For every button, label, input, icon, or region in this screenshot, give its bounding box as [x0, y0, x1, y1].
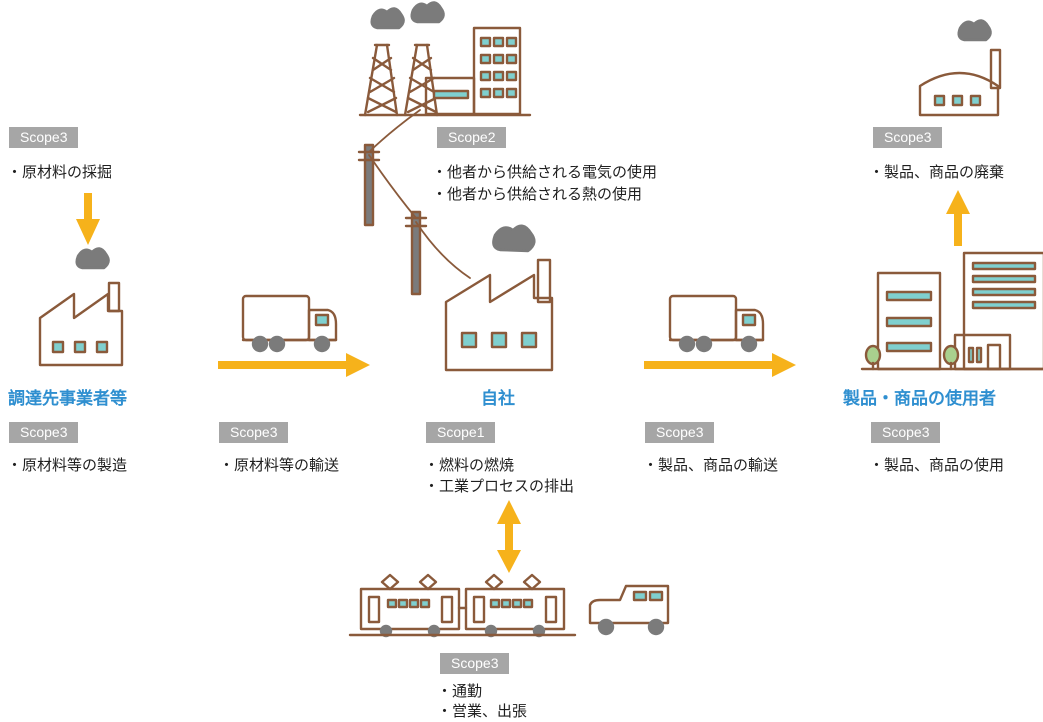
users-scope-tag: Scope3	[871, 422, 941, 443]
suppliers-top-item: ・原材料の採掘	[7, 163, 113, 181]
energy-scope-tag: Scope2	[437, 127, 507, 148]
truck-icon	[668, 294, 765, 353]
arrow-right-icon	[218, 353, 370, 377]
inbound-scope-tag: Scope3	[219, 422, 289, 443]
building-icon	[860, 251, 1043, 371]
factory-icon	[444, 224, 554, 372]
company-item: ・燃料の燃焼	[424, 456, 515, 474]
commute-scope-tag: Scope3	[440, 653, 510, 674]
disposal-item: ・製品、商品の廃棄	[869, 163, 1005, 181]
suppliers-bottom-scope-tag: Scope3	[9, 422, 79, 443]
company-title: 自社	[481, 389, 515, 409]
suppliers-title: 調達先事業者等	[8, 389, 127, 409]
energy-item: ・他者から供給される電気の使用	[432, 163, 658, 181]
energy-item: ・他者から供給される熱の使用	[432, 185, 643, 203]
outbound-item: ・製品、商品の輸送	[643, 456, 779, 474]
commute-item: ・通勤	[437, 682, 483, 700]
arrow-updown-icon	[497, 500, 521, 573]
suppliers-bottom-item: ・原材料等の製造	[7, 456, 128, 474]
train-icon	[348, 573, 577, 638]
commute-item: ・営業、出張	[437, 702, 528, 720]
users-title: 製品・商品の使用者	[843, 389, 996, 409]
car-icon	[588, 584, 670, 636]
utility-pole-icon	[357, 109, 471, 296]
company-item: ・工業プロセスの排出	[424, 477, 575, 495]
arrow-right-icon	[644, 353, 796, 377]
disposal-scope-tag: Scope3	[873, 127, 943, 148]
users-item: ・製品、商品の使用	[869, 456, 1005, 474]
inbound-item: ・原材料等の輸送	[219, 456, 340, 474]
tree-icon	[864, 344, 960, 371]
factory-icon	[38, 247, 124, 367]
company-scope-tag: Scope1	[426, 422, 496, 443]
arrow-up-icon	[946, 190, 970, 246]
disposal-factory-icon	[918, 19, 1002, 117]
outbound-scope-tag: Scope3	[645, 422, 715, 443]
suppliers-top-scope-tag: Scope3	[9, 127, 79, 148]
truck-icon	[241, 294, 338, 353]
power-plant-icon	[358, 1, 532, 117]
arrow-down-icon	[76, 193, 100, 245]
